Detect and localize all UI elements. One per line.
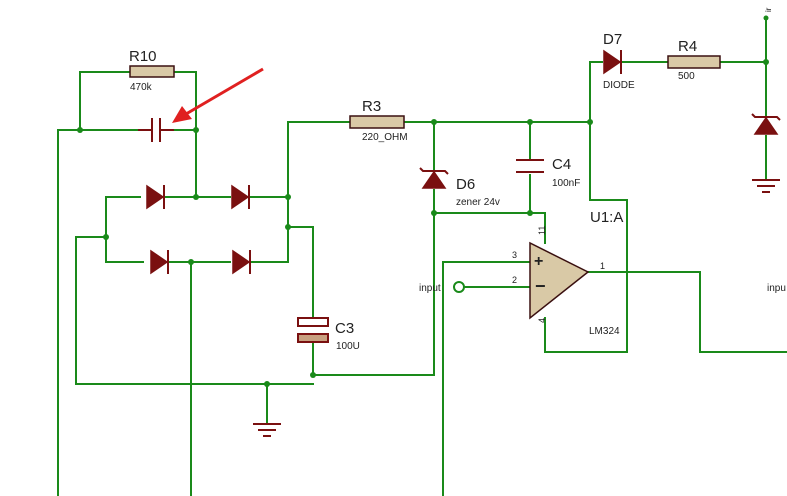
- opamp-pin3-label: 3: [512, 250, 517, 260]
- wire-opamp-pin4: [544, 199, 628, 353]
- c4-value: 100nF: [552, 178, 580, 189]
- c3-ref: C3: [335, 320, 354, 337]
- r3-body: [349, 115, 405, 129]
- zener-bar: [419, 167, 449, 175]
- arrow-shaft: [185, 67, 264, 116]
- right-input-label: inpu: [767, 283, 786, 294]
- d6-zener-diode[interactable]: D6 zener 24v: [419, 167, 500, 208]
- c3-capacitor[interactable]: C3 100U: [297, 317, 360, 352]
- wire-c3-bottom: [312, 212, 435, 376]
- r4-ref: R4: [678, 38, 697, 55]
- c3-value: 100U: [336, 341, 360, 352]
- d6-ref: D6: [456, 176, 475, 193]
- input-terminal[interactable]: input: [419, 281, 465, 294]
- junction: [264, 381, 270, 387]
- u1-value: LM324: [589, 326, 620, 337]
- r10-body: [129, 65, 175, 78]
- top-right-label: ir: [764, 7, 773, 12]
- junction: [763, 59, 769, 65]
- junction: [188, 259, 194, 265]
- wire-opamp-output: [586, 271, 787, 353]
- junctions: [77, 15, 769, 387]
- bridge-diode-top-left[interactable]: [146, 184, 165, 210]
- opamp-pin4-label: 4: [537, 318, 547, 323]
- opamp-body: [529, 241, 590, 320]
- wire-bridge-to-ground: [75, 236, 314, 385]
- bridge-diode-top-right[interactable]: [231, 184, 250, 210]
- wire-to-d7: [589, 61, 603, 123]
- d7-ref: D7: [603, 31, 622, 48]
- bridge-diode-bottom-left[interactable]: [150, 249, 169, 275]
- feedback-capacitor[interactable]: [138, 118, 174, 142]
- junction: [285, 224, 291, 230]
- r10-value: 470k: [130, 82, 153, 93]
- d7-diode[interactable]: D7 DIODE: [603, 31, 635, 91]
- junction: [193, 194, 199, 200]
- c3-positive-plate: [297, 317, 329, 327]
- junction: [527, 119, 533, 125]
- r4-value: 500: [678, 71, 695, 82]
- zener-triangle: [421, 170, 447, 189]
- wire-r10-right: [173, 71, 197, 131]
- junction: [431, 210, 437, 216]
- opamp-pin2-label: 2: [512, 275, 517, 285]
- wire-r10-left: [79, 71, 139, 131]
- d7-value: DIODE: [603, 80, 635, 91]
- junction: [193, 127, 199, 133]
- opamp-plus-sign: +: [534, 253, 543, 270]
- r3-value: 220_OHM: [362, 132, 408, 143]
- junction: [310, 372, 316, 378]
- zener-bar: [751, 113, 781, 121]
- junction: [527, 210, 533, 216]
- junction: [763, 15, 769, 21]
- opamp-minus-sign: −: [535, 276, 546, 296]
- junction: [587, 119, 593, 125]
- c4-ref: C4: [552, 156, 571, 173]
- diode-triangle: [603, 49, 622, 75]
- right-zener-diode[interactable]: [751, 113, 781, 135]
- c3-negative-plate: [297, 333, 329, 343]
- arrow-head: [172, 106, 192, 123]
- opamp-pin11-label: 11: [537, 226, 547, 235]
- d6-value: zener 24v: [456, 197, 500, 208]
- r4-body: [667, 55, 721, 69]
- ground-symbol-right: [752, 179, 780, 193]
- ground-symbol-left: [253, 423, 281, 437]
- c4-capacitor[interactable]: C4 100nF: [516, 156, 580, 189]
- u1-opamp[interactable]: + − 3 2 1 11 4 U1:A LM324: [512, 209, 623, 337]
- r3-resistor[interactable]: R3 220_OHM: [349, 98, 408, 143]
- bridge-diode-bottom-right[interactable]: [232, 249, 251, 275]
- zener-triangle: [753, 116, 779, 135]
- opamp-pin1-label: 1: [600, 261, 605, 271]
- r4-resistor[interactable]: R4 500: [667, 38, 721, 82]
- u1-ref: U1:A: [590, 209, 623, 226]
- diode-triangle: [232, 249, 251, 275]
- junction: [77, 127, 83, 133]
- input-terminal-circle: [453, 281, 465, 293]
- wires: [57, 17, 787, 496]
- wire-bridge-left: [105, 196, 144, 263]
- annotation-arrow: [172, 67, 264, 123]
- r10-ref: R10: [129, 48, 157, 65]
- r10-resistor[interactable]: R10 470k: [129, 48, 175, 93]
- wire-to-c3-top: [287, 226, 314, 319]
- junction: [103, 234, 109, 240]
- diode-triangle: [231, 184, 250, 210]
- junction: [431, 119, 437, 125]
- input-terminal-label: input: [419, 283, 441, 294]
- wire-opamp-pin3: [442, 261, 531, 376]
- junction: [285, 194, 291, 200]
- r3-ref: R3: [362, 98, 381, 115]
- diode-triangle: [150, 249, 169, 275]
- diode-triangle: [146, 184, 165, 210]
